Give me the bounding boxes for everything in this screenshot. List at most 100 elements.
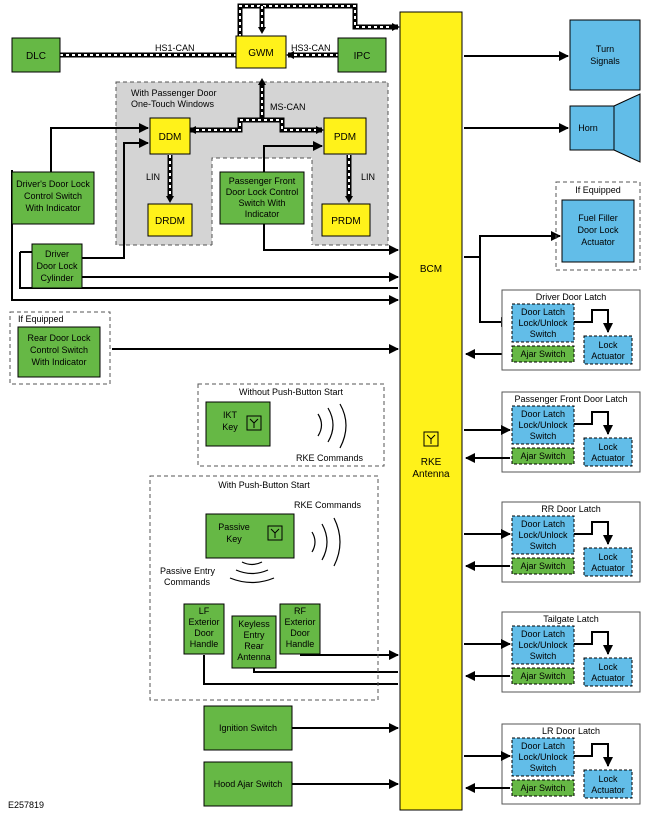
passenger-switch-label-1: Passenger Front: [229, 176, 296, 186]
driver-switch-label-2: Control Switch: [24, 191, 82, 201]
svg-text:Actuator: Actuator: [591, 563, 625, 573]
svg-text:Passenger Front Door Latch: Passenger Front Door Latch: [514, 394, 627, 404]
ikt-key-box: [205, 401, 271, 447]
gwm-label: GWM: [248, 48, 274, 59]
ddm-module: [149, 117, 191, 155]
signal-wires: [11, 51, 569, 789]
turn-signals-label-1: Turn: [596, 44, 614, 54]
bcm-module: [399, 11, 463, 811]
passive-entry-label-1: Passive Entry: [160, 566, 216, 576]
svg-text:Actuator: Actuator: [591, 673, 625, 683]
svg-text:Tailgate Latch: Tailgate Latch: [543, 614, 599, 624]
svg-text:Door Latch: Door Latch: [521, 307, 565, 317]
svg-text:Door Latch: Door Latch: [521, 519, 565, 529]
ikt-antenna-icon: [246, 415, 262, 431]
svg-text:Door Latch: Door Latch: [521, 409, 565, 419]
drdm-label: DRDM: [155, 216, 185, 227]
rke-antenna-label-1: RKE: [421, 457, 442, 468]
figure-id: E257819: [8, 800, 44, 810]
dlc-label: DLC: [26, 51, 46, 62]
prdm-label: PRDM: [331, 216, 360, 227]
fuel-filler-label-1: Fuel Filler: [578, 213, 618, 223]
svg-text:Lock: Lock: [598, 552, 618, 562]
pdm-module: [323, 117, 367, 155]
gwm-module: [235, 35, 287, 69]
keyless-antenna-label-4: Antenna: [237, 652, 271, 662]
svg-text:Ajar Switch: Ajar Switch: [520, 451, 565, 461]
svg-text:Ajar Switch: Ajar Switch: [520, 783, 565, 793]
driver-switch-label-1: Driver's Door Lock: [16, 179, 90, 189]
prdm-module: [321, 203, 371, 237]
rf-handle-box: [279, 603, 321, 655]
svg-text:Lock: Lock: [598, 774, 618, 784]
svg-text:Lock/Unlock: Lock/Unlock: [518, 318, 568, 328]
rear-if-equipped-label: If Equipped: [18, 314, 64, 324]
svg-text:Ajar Switch: Ajar Switch: [520, 349, 565, 359]
driver-cylinder-label-3: Cylinder: [40, 273, 73, 283]
horn-label: Horn: [578, 123, 598, 133]
svg-text:Lock/Unlock: Lock/Unlock: [518, 530, 568, 540]
svg-text:Lock: Lock: [598, 662, 618, 672]
lf-handle-label-1: LF: [199, 606, 210, 616]
with-pbs-title: With Push-Button Start: [218, 480, 310, 490]
hood-ajar-box: [203, 761, 293, 807]
rear-switch-label-3: With Indicator: [31, 357, 86, 367]
rear-switch-box: [17, 326, 101, 378]
bcm-label: BCM: [420, 264, 442, 275]
fuel-filler-region: [555, 181, 641, 271]
hs-can-bus: [60, 3, 400, 59]
keyless-antenna-box: [231, 615, 277, 669]
svg-text:Switch: Switch: [530, 651, 557, 661]
svg-text:LR Door Latch: LR Door Latch: [542, 726, 600, 736]
lf-handle-label-3: Door: [194, 628, 214, 638]
latch-group-rr: RR Door Latch Door Latch Lock/Unlock Swi…: [464, 501, 641, 583]
horn-speaker-icon: [569, 93, 641, 163]
fuel-if-equipped-label: If Equipped: [575, 185, 621, 195]
rear-switch-label-2: Control Switch: [30, 345, 88, 355]
rf-handle-label-1: RF: [294, 606, 306, 616]
passive-antenna-icon: [267, 525, 283, 541]
svg-text:Switch: Switch: [530, 763, 557, 773]
svg-text:Switch: Switch: [530, 431, 557, 441]
svg-text:RR Door Latch: RR Door Latch: [541, 504, 601, 514]
svg-text:Lock/Unlock: Lock/Unlock: [518, 752, 568, 762]
hood-ajar-label: Hood Ajar Switch: [214, 779, 283, 789]
without-pbs-title: Without Push-Button Start: [239, 387, 344, 397]
driver-cylinder-label-2: Door Lock: [36, 261, 78, 271]
driver-switch-label-3: With Indicator: [25, 203, 80, 213]
fuel-filler-label-3: Actuator: [581, 237, 615, 247]
rear-switch-label-1: Rear Door Lock: [27, 333, 91, 343]
lf-handle-label-2: Exterior: [188, 617, 219, 627]
rke-antenna-label-2: Antenna: [412, 469, 450, 480]
passive-key-label-2: Key: [226, 534, 242, 544]
ms-can-label: MS-CAN: [270, 102, 306, 112]
ignition-switch-label: Ignition Switch: [219, 723, 277, 733]
svg-text:Switch: Switch: [530, 541, 557, 551]
without-pbs-region: [197, 383, 385, 467]
latch-group-driver: Driver Door Latch Door Latch Lock/Unlock…: [501, 289, 641, 371]
passive-rke-waves: [311, 517, 341, 567]
hs1-can-label: HS1-CAN: [155, 43, 195, 53]
with-pbs-region: [149, 475, 379, 701]
passenger-switch-label-3: Switch With: [238, 198, 285, 208]
lf-handle-label-4: Handle: [190, 639, 219, 649]
ikt-key-label-2: Key: [222, 422, 238, 432]
hs3-can-label: HS3-CAN: [291, 43, 331, 53]
ipc-label: IPC: [354, 51, 371, 62]
ipc-module: [337, 37, 387, 73]
rke-commands-2: RKE Commands: [294, 500, 362, 510]
turn-signals-label-2: Signals: [590, 56, 620, 66]
rf-handle-label-4: Handle: [286, 639, 315, 649]
driver-switch-box: [11, 171, 95, 225]
passive-entry-label-2: Commands: [164, 577, 211, 587]
ikt-key-label-1: IKT: [223, 410, 238, 420]
svg-text:Actuator: Actuator: [591, 453, 625, 463]
ddm-label: DDM: [159, 132, 182, 143]
passive-entry-waves: [229, 561, 275, 584]
lf-handle-box: [183, 603, 225, 655]
dlc-module: [11, 37, 61, 73]
passenger-region-title-2: One-Touch Windows: [131, 99, 215, 109]
pdm-label: PDM: [334, 132, 356, 143]
svg-text:Switch: Switch: [530, 329, 557, 339]
